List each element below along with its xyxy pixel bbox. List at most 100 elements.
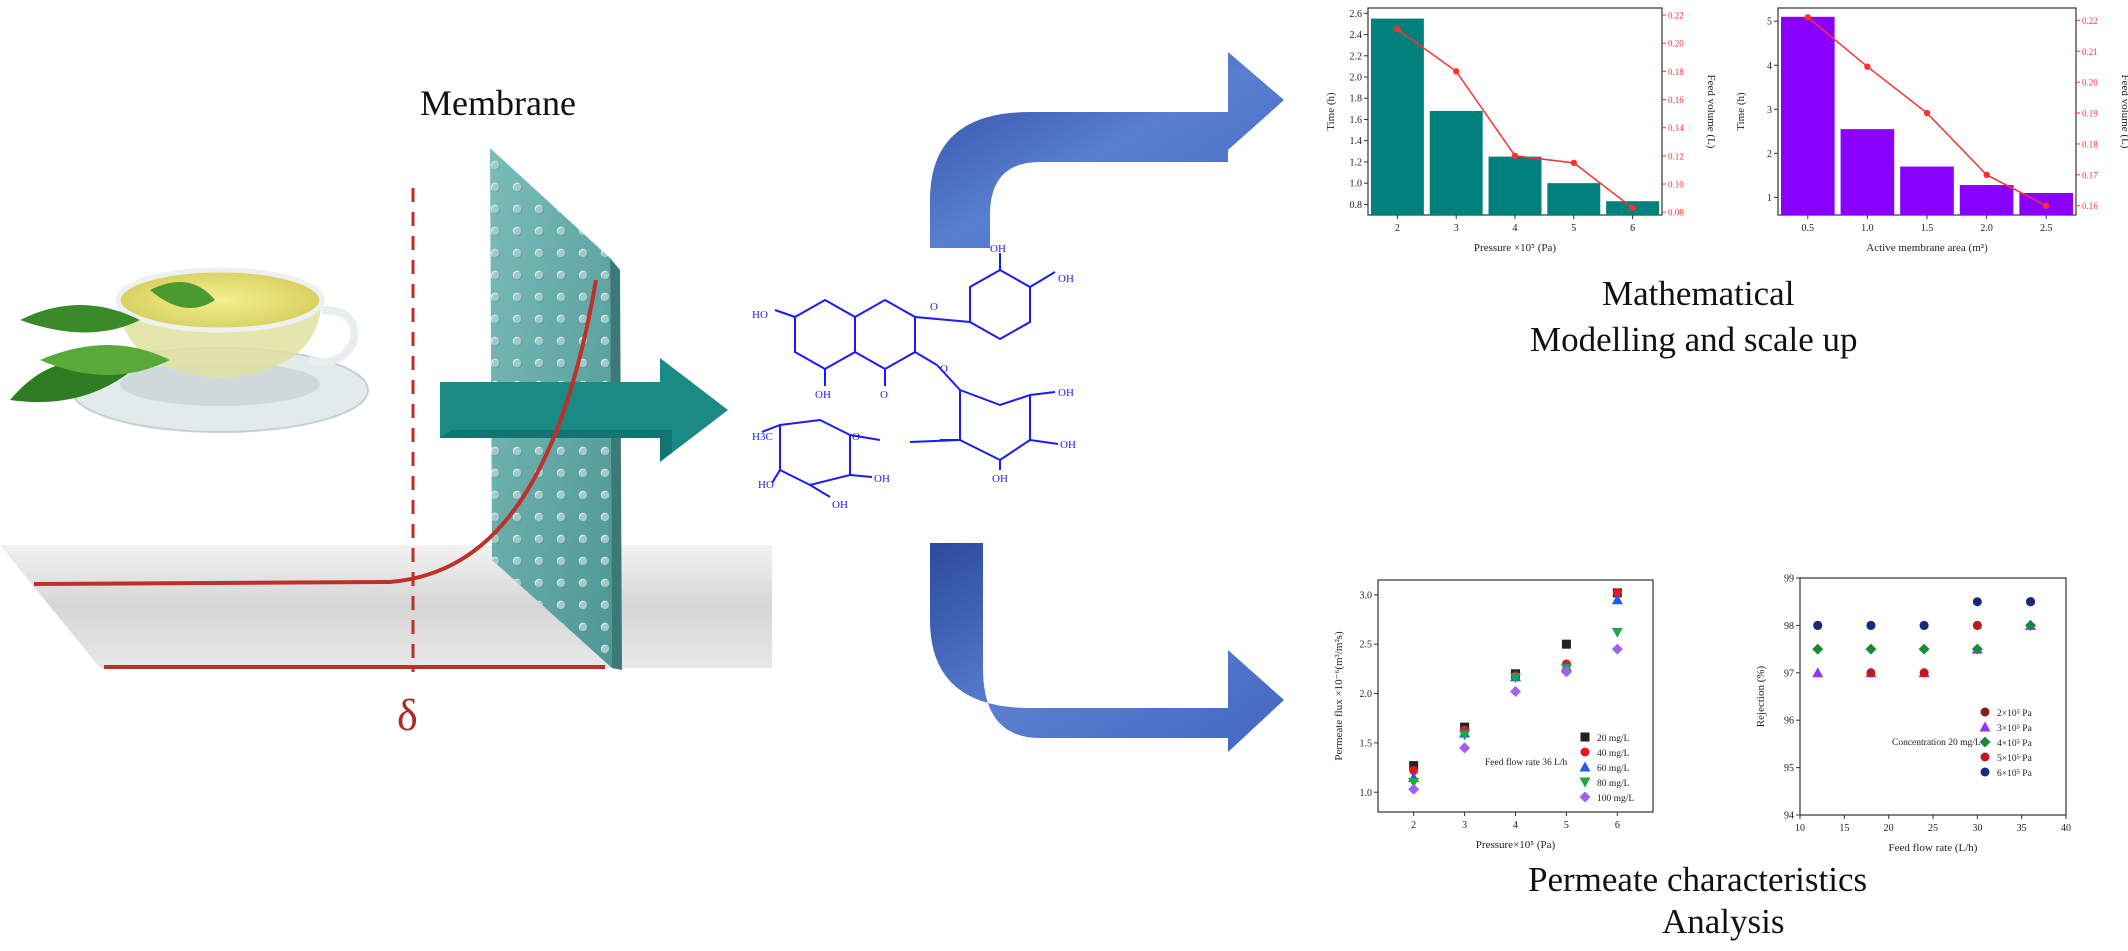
x-tick-label: 2 (1395, 223, 1400, 234)
legend-label: 3×10⁵ Pa (1997, 724, 2033, 734)
data-point (1971, 643, 1983, 655)
x-tick-label: 35 (2017, 823, 2027, 834)
feed-volume-point (1511, 152, 1519, 160)
membrane-illustration (0, 148, 772, 672)
bar (1547, 183, 1601, 215)
x-tick-label: 1.5 (1921, 223, 1934, 234)
mol-label: O (940, 363, 948, 375)
legend-marker (1979, 736, 1991, 748)
data-point (2026, 597, 2036, 607)
data-point (1972, 597, 1982, 607)
y2-tick-label: 0.10 (1668, 180, 1684, 190)
legend-marker (1579, 761, 1591, 772)
y-tick-label: 98 (1784, 621, 1794, 632)
permeate-title-line-2: Analysis (1662, 902, 1785, 941)
x-tick-label: 2.0 (1980, 223, 1993, 234)
data-point (1611, 643, 1623, 655)
x-tick-label: 25 (1928, 823, 1938, 834)
y2-tick-label: 0.22 (1668, 11, 1684, 21)
chart-annotation: Feed flow rate 36 L/h (1485, 757, 1568, 768)
y-tick-label: 97 (1784, 668, 1794, 679)
data-point (1561, 639, 1571, 649)
data-point (1611, 594, 1623, 605)
mol-label: OH (1060, 439, 1076, 451)
mol-label: O (930, 301, 938, 313)
mol-label: OH (832, 499, 848, 511)
x-tick-label: 6 (1630, 223, 1635, 234)
feed-volume-point (1629, 204, 1636, 212)
delta-label: δ (397, 691, 418, 740)
data-point (1408, 783, 1420, 795)
data-point (1612, 588, 1622, 598)
bar (1900, 166, 1954, 215)
feed-volume-point (1983, 171, 1990, 179)
x-tick-label: 10 (1795, 823, 1805, 834)
y2-tick-label: 0.14 (1668, 123, 1684, 133)
y-tick-label: 1.2 (1350, 157, 1363, 168)
y-tick-label: 1.6 (1350, 115, 1363, 126)
x-tick-label: 3 (1454, 223, 1459, 234)
x-axis-title: Pressure ×10⁵ (Pa) (1474, 242, 1556, 254)
bar (1959, 185, 2014, 215)
y2-tick-label: 0.16 (1668, 95, 1684, 105)
y-axis-title: Rejection (%) (1755, 665, 1767, 727)
molecule-labels: OH OH HO OH O H3C O O O HO OH OH OH OH O… (752, 243, 1076, 511)
data-point (1459, 742, 1471, 754)
feed-plane (0, 545, 772, 668)
legend-marker (1980, 707, 1990, 717)
y-tick-label: 4 (1767, 61, 1772, 72)
y-tick-label: 96 (1784, 716, 1794, 727)
y-tick-label: 1.5 (1360, 738, 1373, 749)
data-point (1865, 643, 1877, 655)
mol-label: O (880, 389, 888, 401)
y-tick-label: 3.0 (1360, 590, 1373, 601)
data-point (1866, 668, 1876, 678)
data-point (1409, 766, 1419, 776)
data-point (1918, 643, 1930, 655)
y-tick-label: 5 (1767, 17, 1772, 28)
x-tick-label: 5 (1571, 223, 1576, 234)
mol-label: OH (992, 473, 1008, 485)
flavonoid-glycoside-structure (761, 253, 1059, 498)
bar (1370, 18, 1424, 215)
mol-label: OH (874, 473, 890, 485)
y-axis-title: Time (h) (1735, 92, 1747, 131)
y-tick-label: 2.6 (1350, 9, 1363, 20)
x-tick-label: 15 (1839, 823, 1849, 834)
y-axis-title: Time (h) (1325, 92, 1337, 131)
data-point (1866, 620, 1876, 630)
x-tick-label: 5 (1564, 820, 1569, 831)
y-tick-label: 1 (1767, 193, 1772, 204)
lower-curved-arrow (930, 543, 1284, 752)
x-tick-label: 1.0 (1861, 223, 1874, 234)
legend-label: 60 mg/L (1597, 764, 1630, 774)
feed-volume-point (1864, 63, 1871, 70)
y2-tick-label: 0.18 (2082, 139, 2098, 149)
y-tick-label: 0.8 (1350, 200, 1363, 211)
data-point (2025, 619, 2037, 631)
x-tick-label: 2.5 (2040, 223, 2053, 234)
x-tick-label: 4 (1513, 223, 1518, 234)
y2-tick-label: 0.20 (1668, 39, 1684, 49)
membrane-label: Membrane (420, 83, 576, 123)
legend-marker (1980, 752, 1990, 762)
data-point (1972, 620, 1982, 630)
y-tick-label: 1.0 (1360, 788, 1373, 799)
x-tick-label: 20 (1884, 823, 1894, 834)
y-axis-title: Permeate flux ×10⁻⁶(m³/m²s) (1333, 631, 1345, 761)
mol-label: O (852, 431, 860, 443)
y-tick-label: 2 (1767, 149, 1772, 160)
legend-marker (1579, 791, 1591, 803)
feed-volume-point (1923, 109, 1931, 117)
legend-label: 6×10⁵ Pa (1997, 769, 2033, 779)
bar (1840, 129, 1895, 215)
y-tick-label: 1.0 (1350, 179, 1363, 190)
modelling-title-line-1: Mathematical (1602, 274, 1795, 313)
y-tick-label: 1.8 (1350, 94, 1363, 105)
feed-volume-point (1453, 68, 1460, 75)
legend-label: 20 mg/L (1597, 734, 1630, 744)
data-point (1560, 666, 1572, 678)
